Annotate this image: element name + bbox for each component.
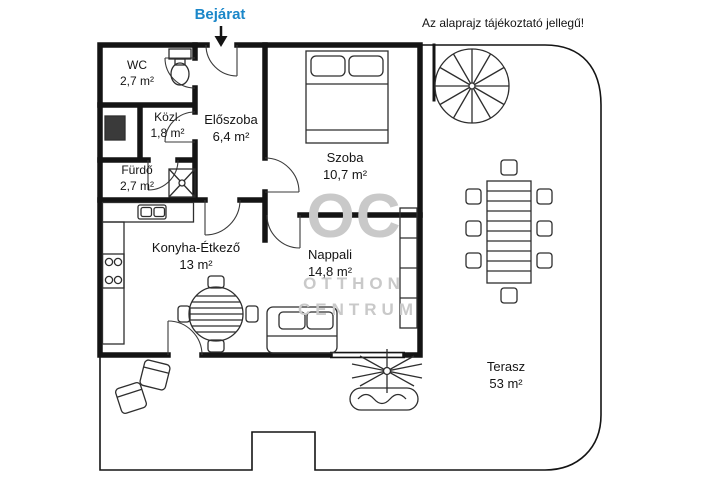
room-name: Előszoba: [204, 112, 258, 127]
room-label-nappali: Nappali 14,8 m²: [288, 247, 372, 281]
toilet-icon: [168, 48, 192, 86]
sofa-icon: [266, 306, 338, 354]
spiral-staircase-icon: [432, 43, 510, 124]
terrace-outline: [99, 44, 602, 471]
room-name: Konyha-Étkező: [151, 240, 241, 255]
room-area: 53 m²: [489, 375, 523, 391]
room-name: Szoba: [326, 150, 364, 165]
room-name: Nappali: [307, 247, 353, 262]
walls: [97, 42, 423, 358]
room-label-furdo: Fürdő 2,7 m²: [97, 163, 177, 194]
room-label-eloszoba: Előszoba 6,4 m²: [193, 112, 269, 146]
room-name: Közl.: [154, 110, 181, 124]
room-label-kozl: Közl. 1,8 m²: [140, 110, 195, 141]
boiler-icon: [104, 115, 126, 141]
room-name: Terasz: [486, 359, 526, 374]
terrace-table-icon: [465, 159, 553, 304]
room-area: 13 m²: [179, 256, 213, 272]
lounge-chairs-icon: [115, 359, 171, 414]
room-label-wc: WC 2,7 m²: [97, 58, 177, 89]
dining-table-icon: [177, 275, 259, 353]
room-area: 1,8 m²: [150, 125, 185, 140]
room-area: 14,8 m²: [307, 263, 353, 279]
room-label-szoba: Szoba 10,7 m²: [303, 150, 387, 184]
room-area: 6,4 m²: [212, 128, 250, 144]
disclaimer-text: Az alaprajz tájékoztató jellegű!: [422, 16, 585, 30]
shower-icon: [168, 168, 196, 198]
entrance-label: Bejárat: [194, 6, 246, 23]
bed-icon: [305, 50, 389, 144]
stove-icon: [101, 253, 125, 289]
wall-unit-icon: [399, 207, 418, 329]
kitchen-sink-icon: [137, 204, 167, 220]
room-name: WC: [127, 58, 147, 72]
room-area: 10,7 m²: [322, 166, 368, 182]
room-label-terasz: Terasz 53 m²: [454, 359, 558, 393]
room-name: Fürdő: [121, 163, 153, 177]
parasol-lounger-icon: [349, 349, 423, 411]
room-area: 2,7 m²: [119, 178, 154, 193]
entrance-arrow-icon: [214, 26, 228, 47]
room-label-konyha: Konyha-Étkező 13 m²: [134, 240, 258, 274]
room-area: 2,7 m²: [119, 73, 154, 88]
